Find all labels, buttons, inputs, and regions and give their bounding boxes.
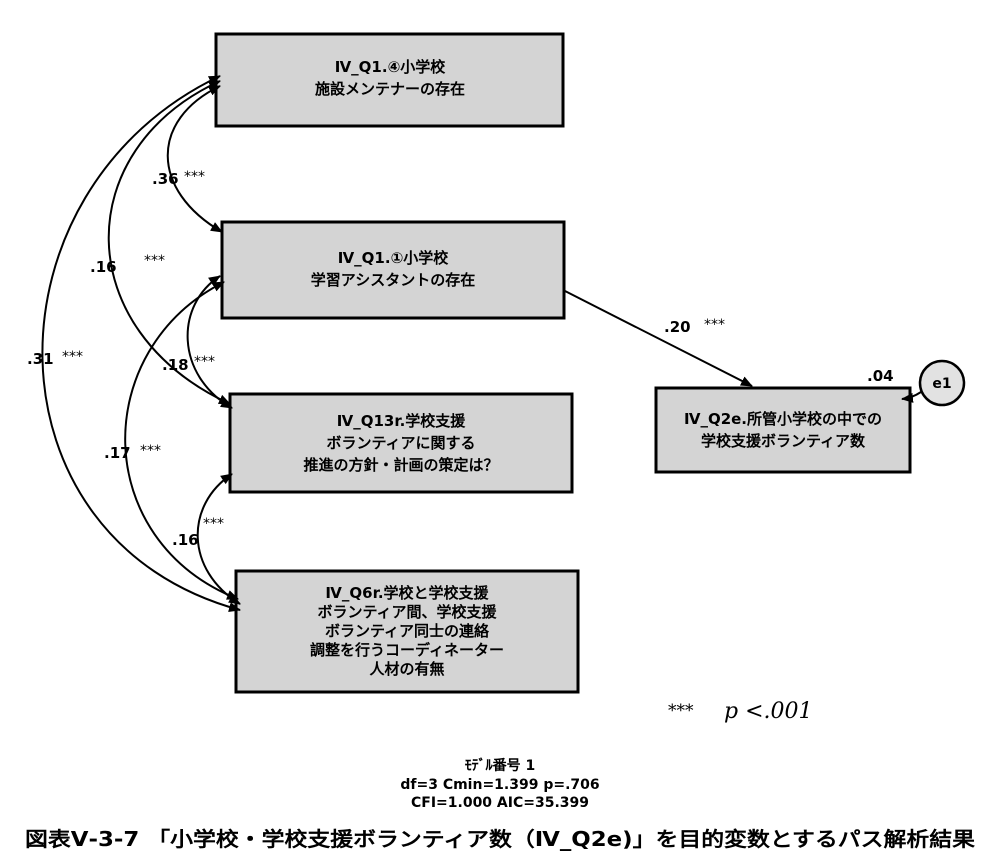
box1-line2: 施設メンテナーの存在 [315, 80, 465, 98]
box-outcome-volunteer-count: Ⅳ_Q2e.所管小学校の中での 学校支援ボランティア数 [654, 386, 912, 474]
corr-1-3-value: .16 [90, 258, 117, 276]
error-arrow [901, 391, 922, 403]
corr-curve-1-2 [166, 85, 223, 233]
outcome-line2: 学校支援ボランティア数 [701, 432, 866, 450]
corr-1-2-sig: *** [184, 169, 205, 185]
corr-2-3-sig: *** [194, 354, 215, 370]
outcome-line1: Ⅳ_Q2e.所管小学校の中での [684, 410, 882, 428]
path-coef-value: .20 [664, 318, 691, 336]
corr-3-4-sig: *** [203, 516, 224, 532]
corr-2-4-value: .17 [104, 444, 131, 462]
box-learning-assistant: Ⅳ_Q1.①小学校 学習アシスタントの存在 [220, 220, 566, 320]
box4-line3: ボランティア同士の連絡 [325, 622, 490, 640]
corr-curve-1-3 [107, 80, 231, 405]
corr-3-4-value: .16 [172, 531, 199, 549]
model-fit-df: df=3 Cmin=1.399 p=.706 [400, 777, 599, 793]
model-fit-cfi: CFI=1.000 AIC=35.399 [411, 795, 589, 811]
box-facility-maintainer: Ⅳ_Q1.④小学校 施設メンテナーの存在 [214, 32, 565, 128]
box4-line2: ボランティア間、学校支援 [317, 603, 497, 621]
box4-line5: 人材の有無 [369, 660, 444, 678]
box4-line1: Ⅳ_Q6r.学校と学校支援 [325, 584, 489, 602]
corr-2-4-sig: *** [140, 443, 161, 459]
corr-1-4-sig: *** [62, 349, 83, 365]
figure-caption: 図表Ⅴ-3-7 「小学校・学校支援ボランティア数（Ⅳ_Q2e)」を目的変数とする… [25, 827, 975, 851]
box-volunteer-policy: Ⅳ_Q13r.学校支援 ボランティアに関する 推進の方針・計画の策定は？ [228, 392, 574, 494]
error-term-e1: e1 [901, 359, 966, 407]
error-term-label: e1 [932, 376, 951, 392]
corr-1-2-value: .36 [152, 170, 179, 188]
model-number: ﾓﾃﾞﾙ番号 1 [465, 757, 536, 774]
legend-stars: *** [668, 701, 694, 721]
regression-path-arrow [564, 290, 753, 387]
box1-line1: Ⅳ_Q1.④小学校 [335, 58, 447, 76]
r-squared-label: .04 [867, 367, 894, 385]
path-coef-sig: *** [704, 317, 725, 333]
corr-1-4-value: .31 [27, 350, 54, 368]
corr-curve-2-4 [124, 281, 239, 600]
box2-line1: Ⅳ_Q1.①小学校 [338, 249, 450, 267]
box3-line2: ボランティアに関する [326, 434, 475, 452]
corr-1-3-sig: *** [144, 253, 165, 269]
legend-p-text: p <.001 [724, 699, 813, 724]
corr-curve-1-4 [41, 75, 241, 612]
box3-line3: 推進の方針・計画の策定は？ [303, 456, 498, 474]
corr-2-3-value: .18 [162, 356, 189, 374]
box2-line2: 学習アシスタントの存在 [311, 271, 475, 289]
box4-line4: 調整を行うコーディネーター [310, 641, 504, 659]
box3-line1: Ⅳ_Q13r.学校支援 [337, 412, 467, 430]
box-coordinator: Ⅳ_Q6r.学校と学校支援 ボランティア間、学校支援 ボランティア同士の連絡 調… [234, 569, 580, 694]
